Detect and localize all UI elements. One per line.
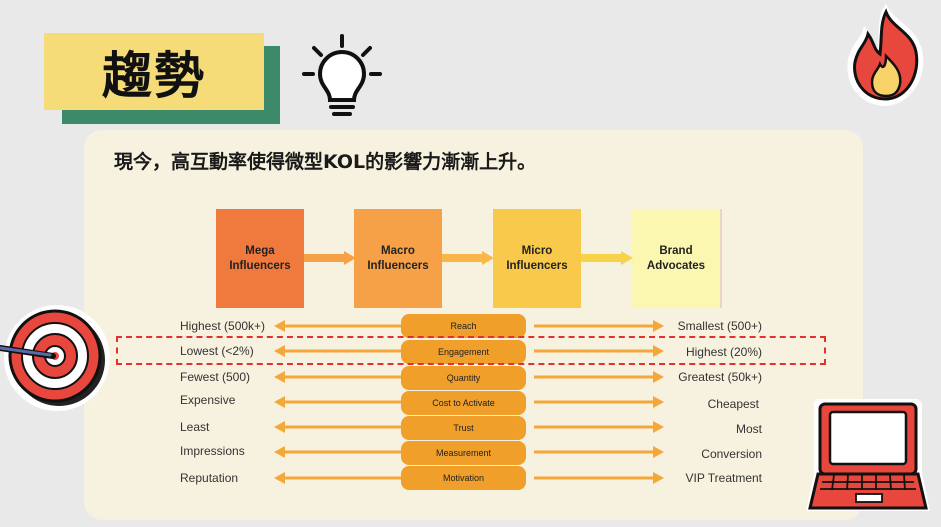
double-arrow: [274, 371, 664, 383]
row-left-label: Fewest (500): [180, 370, 251, 384]
double-arrow: [274, 446, 664, 458]
row-right-label: Cheapest: [707, 397, 759, 411]
double-arrow: [274, 472, 664, 484]
fire-icon: [847, 4, 924, 106]
metric-pill: Motivation: [401, 466, 526, 490]
lightbulb-icon: [302, 34, 382, 116]
row-right-label: Smallest (500+): [677, 319, 762, 333]
stage-mega-influencers: Mega Influencers: [216, 209, 304, 308]
engagement-highlight: [116, 336, 826, 365]
stage-micro-influencers: Micro Influencers: [493, 209, 581, 308]
metric-pill: Quantity: [401, 366, 526, 390]
metric-pill: Measurement: [401, 441, 526, 465]
row-left-label: Impressions: [180, 444, 245, 458]
stage-arrow: [304, 251, 356, 265]
double-arrow: [274, 396, 664, 408]
metric-pill: Engagement: [401, 340, 526, 364]
row-left-label: Reputation: [180, 471, 239, 485]
row-right-label: Greatest (50k+): [678, 370, 762, 384]
row-right-label: Most: [735, 422, 762, 436]
title-box: 趨勢: [44, 33, 264, 110]
slide-subtitle: 現今，高互動率使得微型KOL的影響力漸漸上升。: [114, 151, 537, 173]
target-icon: [0, 305, 110, 411]
row-right-label: Conversion: [701, 447, 762, 461]
row-left-label: Highest (500k+): [180, 319, 266, 333]
slide-title: 趨勢: [102, 46, 206, 105]
metric-pill: Trust: [401, 416, 526, 440]
row-right-label: VIP Treatment: [685, 471, 762, 485]
row-left-label: Least: [180, 420, 210, 434]
double-arrow: [274, 345, 664, 357]
stage-arrow: [442, 251, 494, 265]
row-left-label: Expensive: [180, 393, 236, 407]
row-left-label: Lowest (<2%): [180, 344, 254, 358]
metric-pill: Cost to Activate: [401, 391, 526, 415]
stage-brand-advocates: Brand Advocates: [632, 209, 722, 308]
stage-arrow: [581, 251, 633, 265]
stage-macro-influencers: Macro Influencers: [354, 209, 442, 308]
row-right-label: Highest (20%): [685, 345, 762, 359]
laptop-icon: [806, 399, 930, 511]
metric-pill: Reach: [401, 314, 526, 338]
double-arrow: [274, 421, 664, 433]
double-arrow: [274, 320, 664, 332]
